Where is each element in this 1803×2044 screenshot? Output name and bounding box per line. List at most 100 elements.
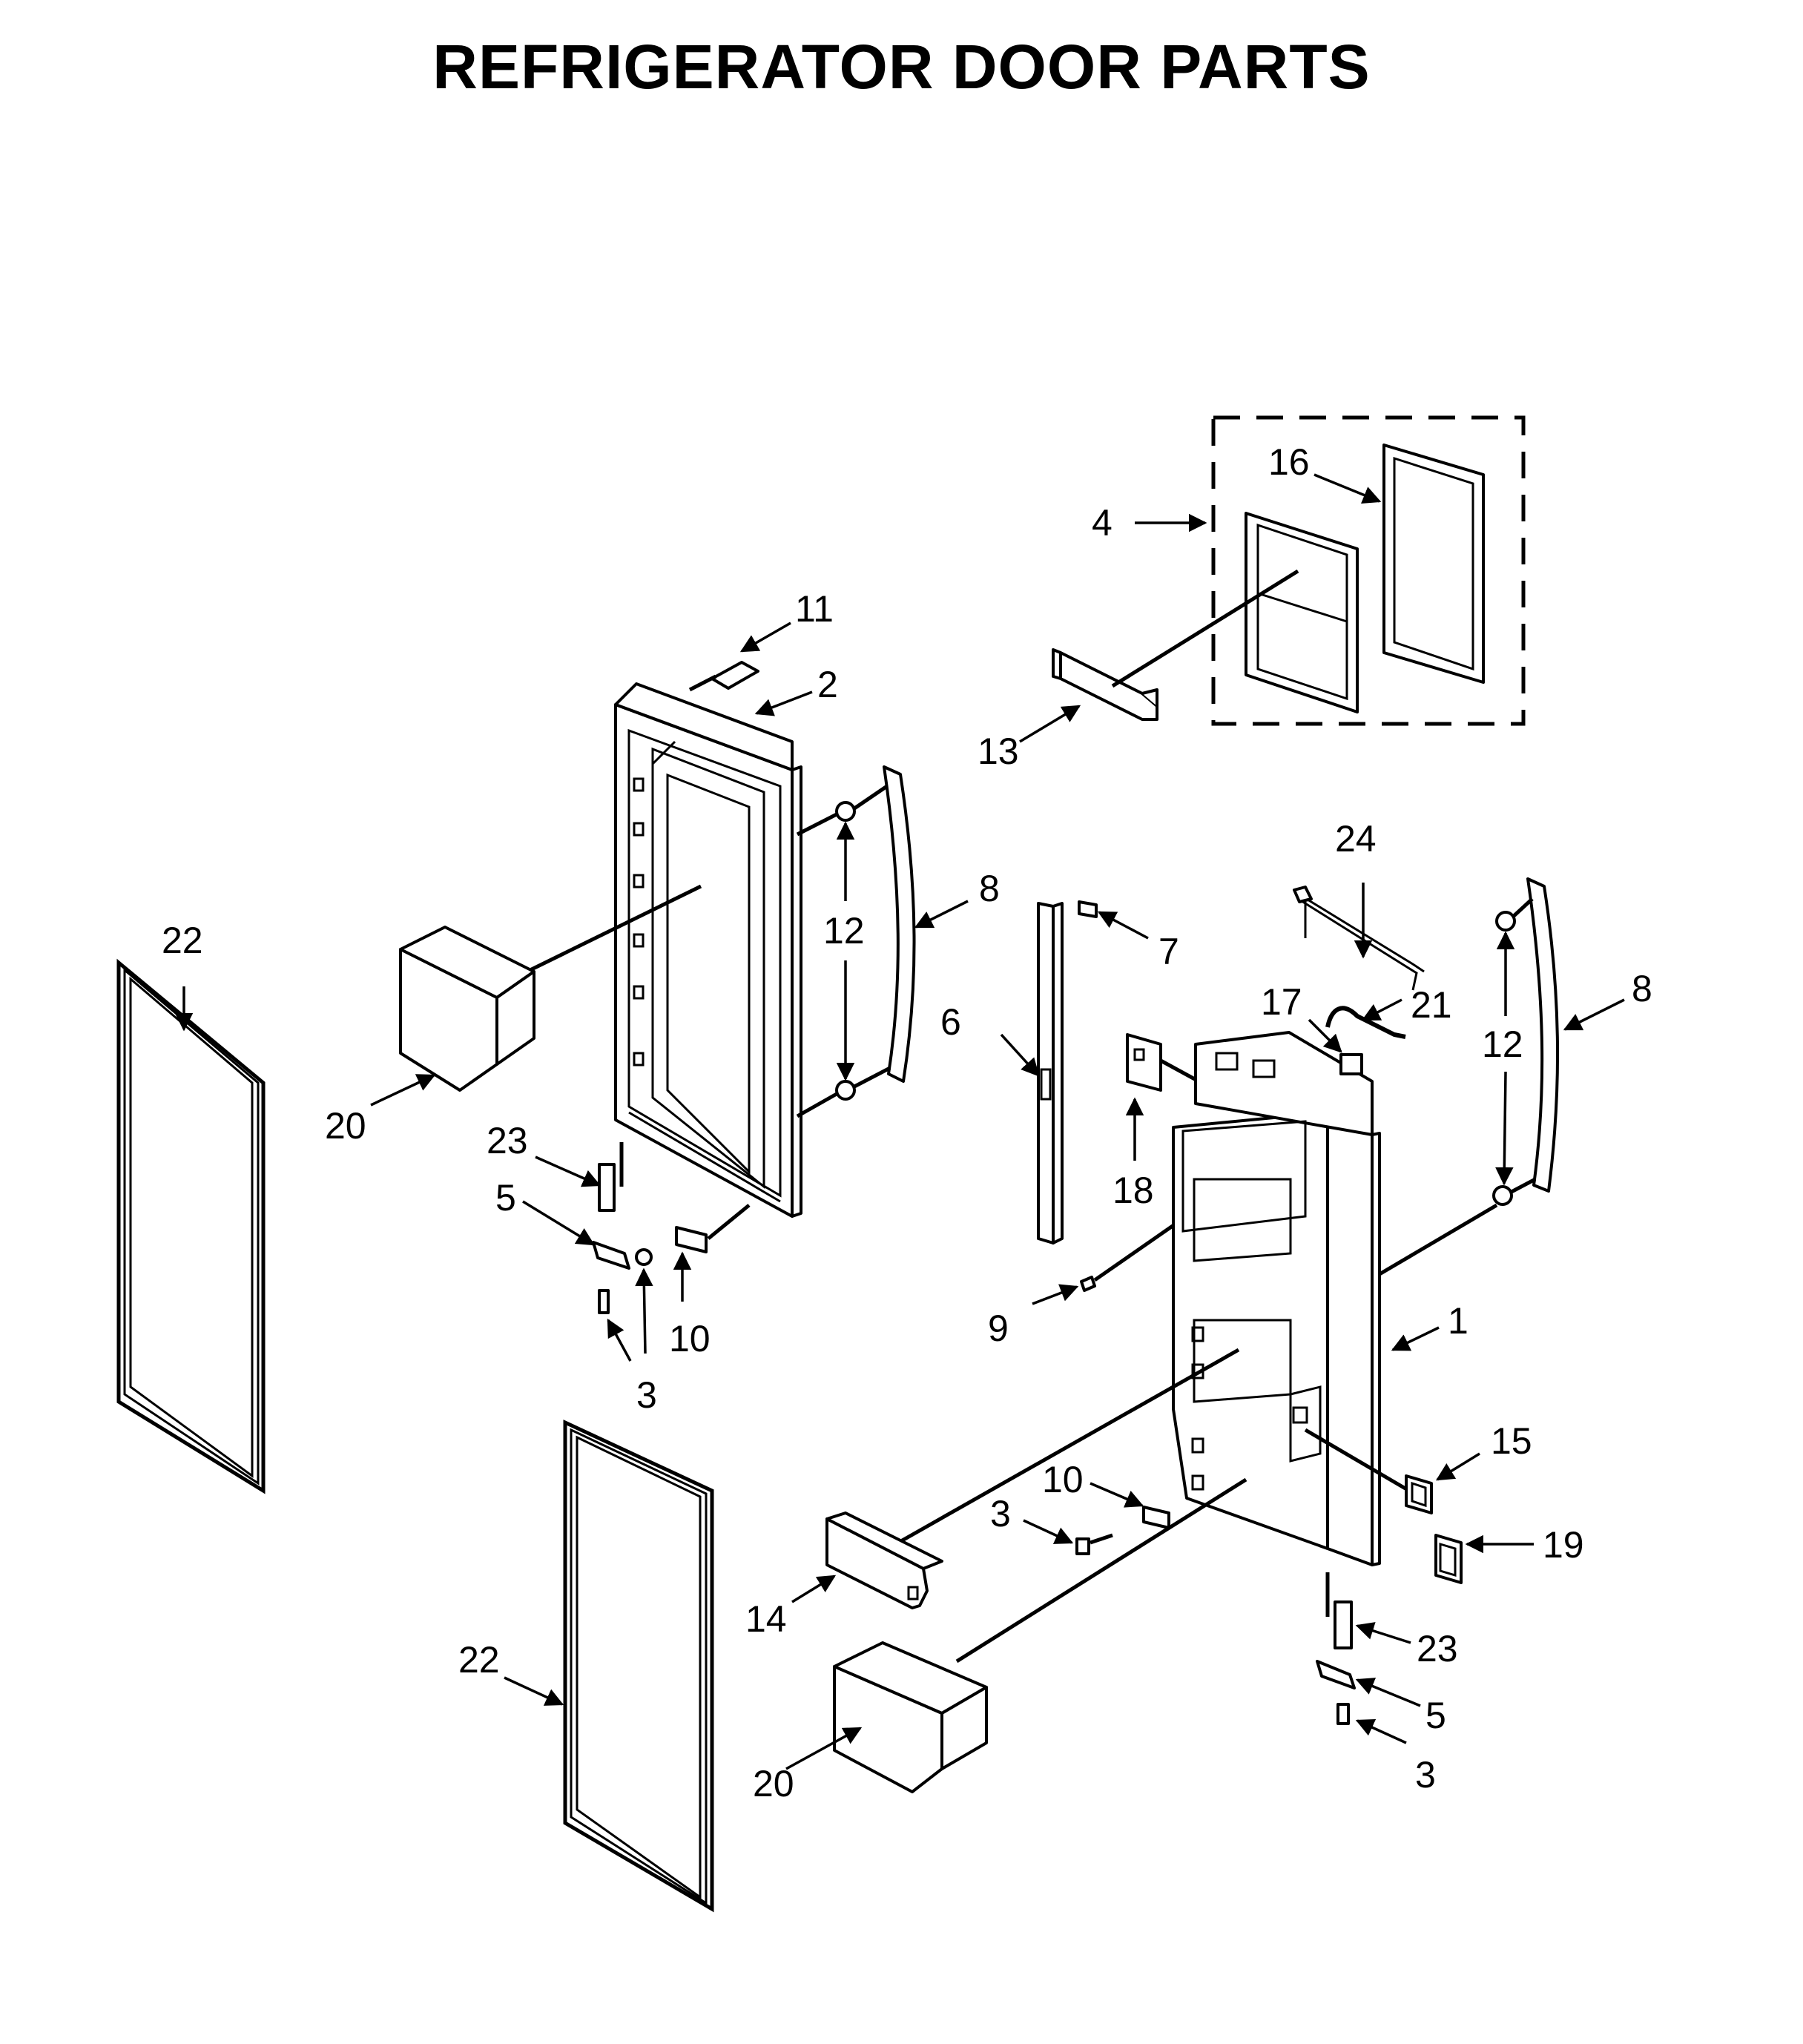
- part-10-right-door-stop[interactable]: [1142, 1506, 1170, 1529]
- arrow-8b: [1563, 998, 1625, 1031]
- part-19-cover[interactable]: [1434, 1534, 1463, 1584]
- callout-20-upper: 20: [325, 1105, 366, 1147]
- callout-5-right: 5: [1425, 1695, 1446, 1736]
- part-24-wire-harness[interactable]: [1293, 886, 1425, 991]
- callout-3-left: 3: [636, 1374, 657, 1416]
- part-10-connector: [707, 1204, 751, 1240]
- part-10-left-door-stop[interactable]: [675, 1226, 708, 1253]
- part-20-upper-door-bin[interactable]: [399, 926, 535, 1092]
- callout-8-left: 8: [979, 868, 1000, 909]
- part-3-right-upper-connector: [1090, 1533, 1113, 1545]
- arrow-13: [1019, 705, 1081, 743]
- part-16-frame-gasket[interactable]: [1382, 444, 1485, 684]
- arrow-23a: [535, 1155, 601, 1187]
- arrow-8a: [914, 900, 969, 929]
- page-title: REFRIGERATOR DOOR PARTS: [432, 32, 1371, 102]
- part-20-lower-door-bin[interactable]: [833, 1641, 988, 1793]
- part-11-hinge-cap[interactable]: [711, 661, 759, 690]
- callout-9: 9: [988, 1308, 1009, 1349]
- callout-5-left: 5: [495, 1177, 516, 1219]
- callout-12-right: 12: [1482, 1023, 1523, 1065]
- arrow-3b: [635, 1267, 653, 1354]
- callout-1: 1: [1448, 1300, 1469, 1342]
- part-12-left-studs[interactable]: [835, 801, 856, 1101]
- callout-16: 16: [1268, 441, 1310, 483]
- callout-7: 7: [1158, 931, 1179, 972]
- part-12-right-leader-top: [1512, 897, 1534, 918]
- callout-20-lower: 20: [753, 1763, 794, 1804]
- callout-22-left: 22: [162, 920, 203, 961]
- arrow-10b: [1090, 1482, 1144, 1508]
- part-8-left-stud-leader-top: [853, 784, 889, 811]
- part-21-water-tube[interactable]: [1325, 1006, 1406, 1039]
- part-13-leader: [1111, 569, 1299, 688]
- arrow-2: [754, 690, 813, 716]
- callout-3-mid: 3: [990, 1493, 1011, 1534]
- part-4-bin-assembly[interactable]: [1245, 512, 1359, 713]
- arrow-5a: [522, 1200, 596, 1246]
- arrow-11: [739, 622, 791, 653]
- part-3-right-screw-lower[interactable]: [1336, 1703, 1350, 1725]
- part-12-left-leader-bottom: [796, 1092, 838, 1118]
- callout-12-left: 12: [823, 910, 865, 952]
- part-7-screw[interactable]: [1078, 900, 1098, 918]
- callout-10-left: 10: [669, 1318, 711, 1359]
- part-8-left-handle[interactable]: [883, 765, 916, 1083]
- part-3-left-screw-a[interactable]: [598, 1289, 610, 1314]
- part-1-leader-bin20: [955, 1477, 1247, 1664]
- arrow-3d: [1355, 1718, 1407, 1744]
- part-3-left-screw-b[interactable]: [635, 1248, 653, 1266]
- arrow-3c: [1023, 1519, 1074, 1544]
- kit-dashed-boundary: [1211, 415, 1526, 726]
- part-11-leader: [688, 674, 717, 692]
- part-12-left-leader-top: [796, 812, 838, 837]
- part-6-mullion[interactable]: [1037, 902, 1064, 1244]
- part-22-left-door-gasket[interactable]: [116, 958, 266, 1494]
- callout-6: 6: [940, 1001, 961, 1043]
- arrow-9: [1032, 1284, 1079, 1305]
- part-2-left-door-assembly[interactable]: [614, 682, 802, 1218]
- arrow-14: [791, 1575, 837, 1603]
- callout-15: 15: [1491, 1420, 1532, 1462]
- part-1-right-door-assembly[interactable]: [1172, 1031, 1381, 1566]
- arrow-17: [1308, 1018, 1342, 1053]
- callout-13: 13: [978, 731, 1019, 772]
- callout-17: 17: [1261, 981, 1302, 1023]
- part-5-left-hinge-plate[interactable]: [592, 1241, 630, 1270]
- callout-2: 2: [817, 664, 838, 705]
- callout-24: 24: [1335, 818, 1377, 860]
- part-12-right-leader-bottom: [1509, 1177, 1537, 1195]
- part-8-right-handle[interactable]: [1526, 877, 1560, 1193]
- arrow-1: [1391, 1326, 1440, 1351]
- callout-11: 11: [795, 588, 834, 630]
- part-15-dispenser-cover[interactable]: [1405, 1474, 1433, 1514]
- callout-10-mid: 10: [1042, 1459, 1084, 1500]
- part-17-water-fitting[interactable]: [1339, 1053, 1363, 1075]
- callout-22-lower: 22: [458, 1639, 500, 1681]
- arrow-20b: [785, 1727, 863, 1770]
- part-14-door-bin[interactable]: [825, 1511, 943, 1609]
- part-9-small-clip[interactable]: [1080, 1276, 1096, 1292]
- arrow-12b-down: [1495, 1071, 1514, 1186]
- part-23-left-hinge-block[interactable]: [598, 1163, 616, 1212]
- part-8-left-stud-leader-bottom: [853, 1066, 891, 1089]
- arrow-16: [1313, 473, 1382, 504]
- arrow-3a: [607, 1318, 632, 1362]
- part-13-door-bin[interactable]: [1052, 648, 1158, 721]
- callout-3-right: 3: [1415, 1754, 1436, 1796]
- arrow-15: [1435, 1452, 1480, 1481]
- arrow-20a: [370, 1074, 436, 1107]
- part-5-right-hinge-plate[interactable]: [1316, 1660, 1356, 1689]
- callout-23-left: 23: [487, 1120, 528, 1161]
- callout-4: 4: [1092, 502, 1113, 544]
- part-12-right-studs[interactable]: [1492, 911, 1516, 1206]
- part-2-leader-20: [503, 884, 702, 985]
- part-22-lower-door-gasket[interactable]: [563, 1420, 714, 1913]
- part-3-right-screw-upper[interactable]: [1075, 1537, 1090, 1555]
- part-23-right-hinge-block[interactable]: [1334, 1600, 1353, 1649]
- part-18-dispenser-module[interactable]: [1126, 1033, 1162, 1092]
- arrow-21: [1361, 998, 1402, 1021]
- arrow-22b: [504, 1676, 564, 1706]
- part-1-leader-handle: [1378, 1203, 1498, 1276]
- arrow-23b: [1355, 1622, 1411, 1644]
